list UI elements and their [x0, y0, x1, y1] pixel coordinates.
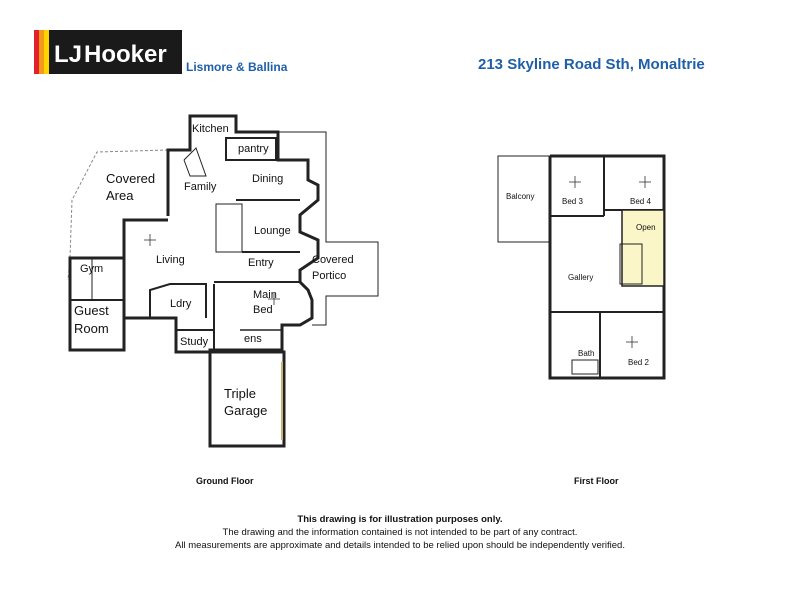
- fan-icon: [626, 336, 638, 348]
- disclaimer-line-1: This drawing is for illustration purpose…: [297, 514, 503, 525]
- room-label-main-bed-2: Bed: [253, 304, 273, 316]
- ceiling-fan-icons: [144, 176, 651, 348]
- room-label-bed2: Bed 2: [628, 358, 649, 367]
- kitchen-island: [183, 147, 207, 177]
- office-name: Lismore & Ballina: [186, 60, 288, 74]
- room-label-guest-room: Guest: [74, 303, 109, 318]
- first-staircase: [619, 243, 643, 285]
- room-label-covered-area: Covered: [106, 171, 155, 186]
- fan-icon: [268, 293, 280, 305]
- room-label-covered-portico: Covered: [312, 254, 354, 266]
- room-label-covered-area-2: Area: [106, 188, 134, 203]
- staircase: [215, 203, 243, 253]
- pantry-walls: [225, 137, 277, 161]
- open-void: [621, 209, 665, 287]
- room-label-living: Living: [156, 254, 185, 266]
- first-floor-caption: First Floor: [574, 476, 619, 486]
- room-label-covered-portico-2: Portico: [312, 270, 346, 282]
- room-label-main-bed: Main: [253, 289, 277, 301]
- first-floor-plan: [497, 154, 666, 380]
- room-label-open: Open: [636, 223, 656, 232]
- room-label-gym: Gym: [80, 263, 103, 275]
- ground-exterior-walls: [122, 114, 320, 354]
- first-exterior-walls: [548, 154, 666, 380]
- bathtub: [571, 359, 599, 375]
- ground-floor-plan: [67, 114, 379, 448]
- room-label-triple-garage: Triple: [224, 386, 256, 401]
- logo-stripe-yellow: [44, 30, 49, 74]
- room-label-pantry: pantry: [238, 143, 269, 155]
- fan-icon: [144, 234, 156, 246]
- room-label-dining: Dining: [252, 173, 283, 185]
- room-label-kitchen: Kitchen: [192, 123, 229, 135]
- garage-walls: [208, 350, 286, 448]
- room-label-ensuite: ens: [244, 333, 262, 345]
- room-label-lounge: Lounge: [254, 225, 291, 237]
- fan-icon: [639, 176, 651, 188]
- logo-stripe-red: [34, 30, 39, 74]
- room-label-balcony: Balcony: [506, 192, 534, 201]
- room-label-bed4: Bed 4: [630, 197, 651, 206]
- room-label-bed3: Bed 3: [562, 197, 583, 206]
- property-address: 213 Skyline Road Sth, Monaltrie: [478, 56, 705, 73]
- covered-area-outline: [67, 149, 169, 281]
- ground-floor-caption: Ground Floor: [196, 476, 254, 486]
- room-label-guest-room-2: Room: [74, 321, 109, 336]
- lj-hooker-logo: LJ Hooker: [34, 30, 182, 74]
- room-label-laundry: Ldry: [170, 298, 192, 310]
- logo-letters: LJ: [54, 41, 82, 68]
- room-label-entry: Entry: [248, 257, 274, 269]
- room-label-triple-garage-2: Garage: [224, 403, 267, 418]
- disclaimer-line-3: All measurements are approximate and det…: [175, 540, 625, 551]
- logo-stripe-orange: [39, 30, 44, 74]
- disclaimer: This drawing is for illustration purpose…: [0, 513, 800, 552]
- fan-icon: [569, 176, 581, 188]
- laundry-walls: [149, 283, 207, 318]
- guest-wing-walls: [68, 256, 126, 352]
- covered-portico-outline: [278, 131, 379, 326]
- room-label-study: Study: [180, 336, 209, 348]
- room-label-gallery: Gallery: [568, 273, 593, 282]
- room-label-family: Family: [184, 181, 217, 193]
- disclaimer-line-2: The drawing and the information containe…: [222, 527, 578, 538]
- logo-background: [49, 30, 182, 74]
- room-label-bath: Bath: [578, 349, 594, 358]
- logo-word: Hooker: [84, 41, 167, 68]
